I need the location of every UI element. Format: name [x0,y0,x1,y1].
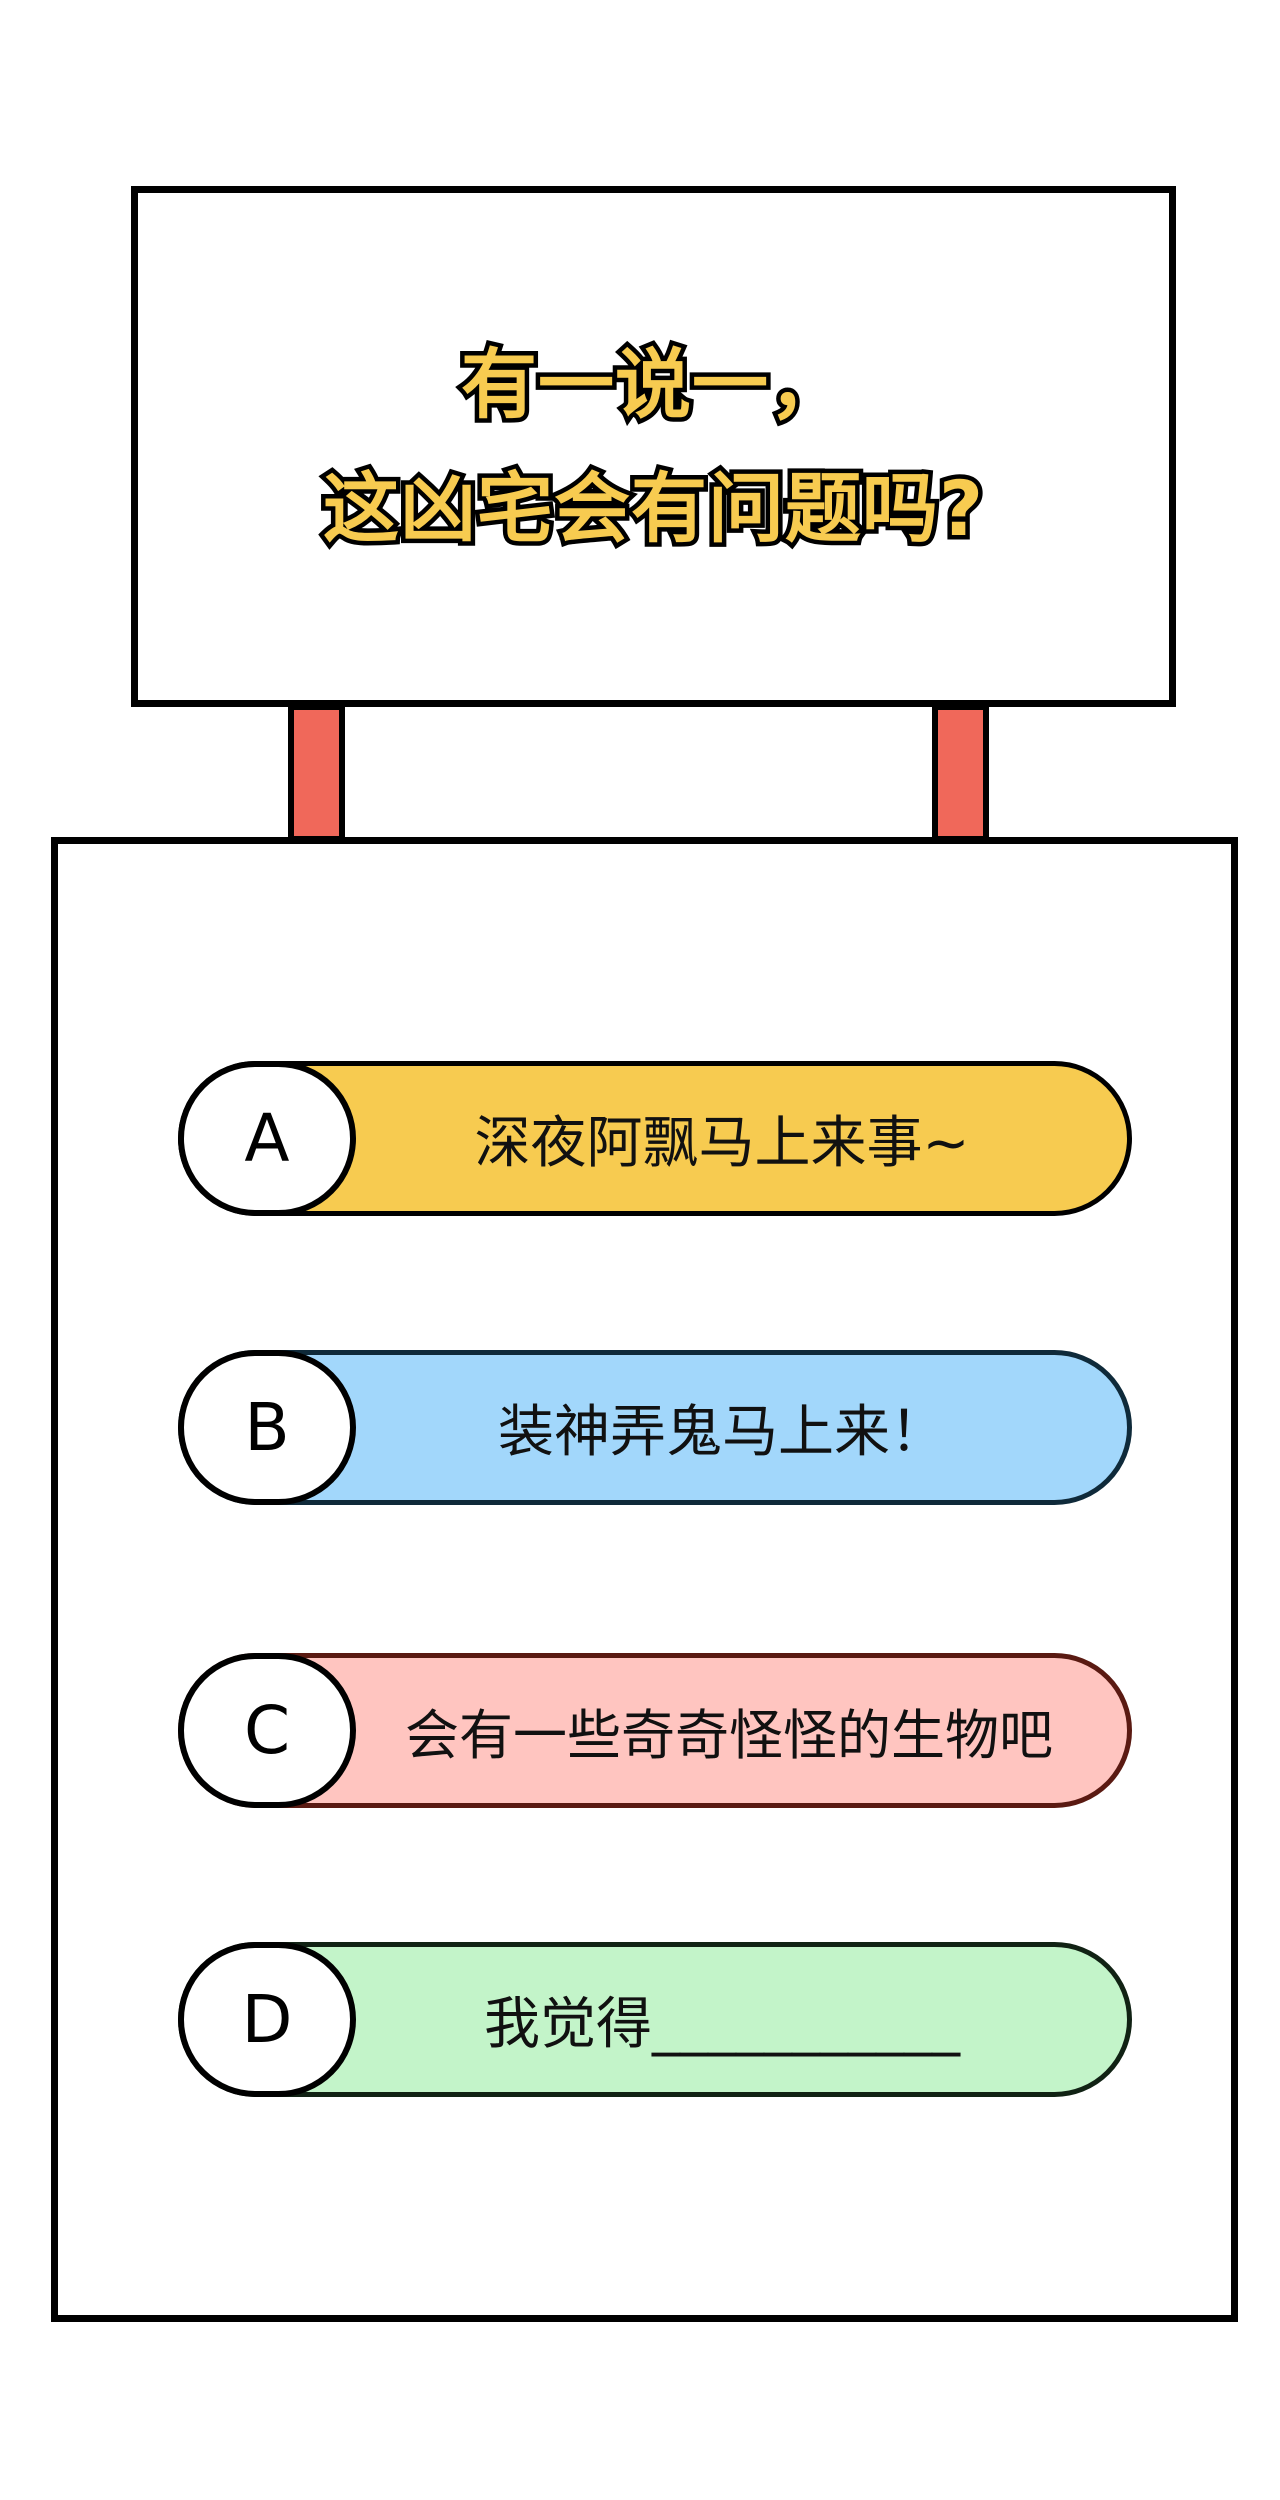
option-c-letter-badge: C [178,1653,356,1808]
answer-panel [51,837,1238,2322]
question-headline-line-1: 有一说一， [457,335,850,433]
sign-post-left [288,704,345,842]
question-sign-board: 有一说一， 这凶宅会有问题吗? [131,186,1176,707]
option-b-button[interactable]: B 装神弄鬼马上来！ [178,1350,1132,1505]
question-headline-line-2: 这凶宅会有问题吗? [318,459,987,557]
option-c-button[interactable]: C 会有一些奇奇怪怪的生物吧 [178,1653,1132,1808]
sign-post-right [932,704,989,842]
option-c-text: 会有一些奇奇怪怪的生物吧 [405,1704,1053,1767]
option-b-letter-badge: B [178,1350,356,1505]
option-d-letter-badge: D [178,1942,356,2097]
option-a-text: 深夜阿飘马上来事~ [474,1111,970,1176]
option-d-text: 我觉得___________ [484,1992,960,2057]
option-d-button[interactable]: D 我觉得___________ [178,1942,1132,2097]
option-b-text: 装神弄鬼马上来！ [498,1400,946,1465]
option-a-button[interactable]: A 深夜阿飘马上来事~ [178,1061,1132,1216]
option-a-letter-badge: A [178,1061,356,1216]
